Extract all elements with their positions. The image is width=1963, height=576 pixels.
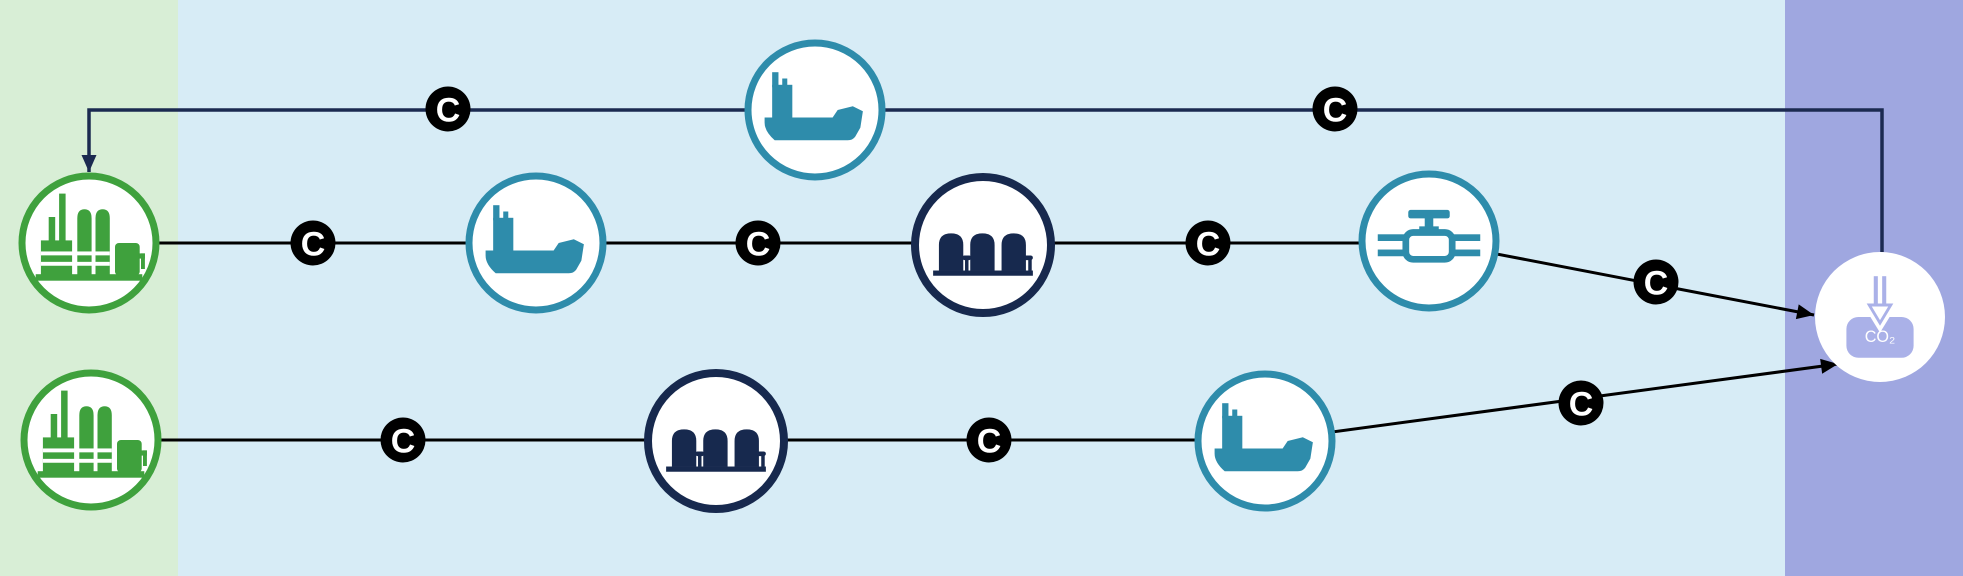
carbon-badge-label: C <box>746 225 771 263</box>
carbon-badge: C <box>1185 220 1231 266</box>
carbon-badge: C <box>1312 86 1358 132</box>
carbon-badge-label: C <box>1196 225 1221 263</box>
edge-storage-return-line <box>87 108 1884 252</box>
carbon-badge-label: C <box>1323 91 1348 129</box>
co2-label: CO₂ <box>1865 328 1896 346</box>
node-tanks-bottom <box>644 369 788 513</box>
carbon-badge-label: C <box>1569 385 1594 423</box>
carbon-badge: C <box>966 417 1012 463</box>
carbon-badge-label: C <box>301 225 326 263</box>
carbon-badge: C <box>380 417 426 463</box>
arrowhead-valve-to-storage <box>1795 304 1814 320</box>
carbon-badge: C <box>735 220 781 266</box>
node-circle <box>1194 370 1336 512</box>
carbon-badge: C <box>425 86 471 132</box>
co2-icon: CO₂ <box>1846 276 1913 358</box>
carbon-badge-label: C <box>977 422 1002 460</box>
tanks-icon <box>666 429 766 471</box>
carbon-badge: C <box>290 220 336 266</box>
node-factory-top <box>18 172 160 314</box>
tanks-icon <box>933 233 1033 275</box>
edge-ship-to-storage <box>1264 362 1839 443</box>
node-co2-storage: CO₂ <box>1815 252 1945 382</box>
node-circle <box>1358 170 1500 312</box>
node-ship-bottom <box>1194 370 1336 512</box>
node-tanks-middle <box>911 173 1055 317</box>
carbon-badge-label: C <box>1644 264 1669 302</box>
node-ship-top <box>744 39 886 181</box>
node-circle <box>465 172 607 314</box>
node-valve <box>1358 170 1500 312</box>
arrowhead-storage-return-line <box>81 155 97 172</box>
node-circle <box>744 39 886 181</box>
carbon-badge-label: C <box>436 91 461 129</box>
arrowhead-ship-to-storage <box>1820 358 1838 374</box>
carbon-badge: C <box>1558 380 1604 426</box>
node-factory-bottom <box>20 369 162 511</box>
carbon-badge-label: C <box>391 422 416 460</box>
badge-layer: C C C C C C C C C <box>290 86 1679 463</box>
carbon-badge: C <box>1633 259 1679 305</box>
node-ship-middle <box>465 172 607 314</box>
node-layer: CO₂ <box>18 39 1945 513</box>
